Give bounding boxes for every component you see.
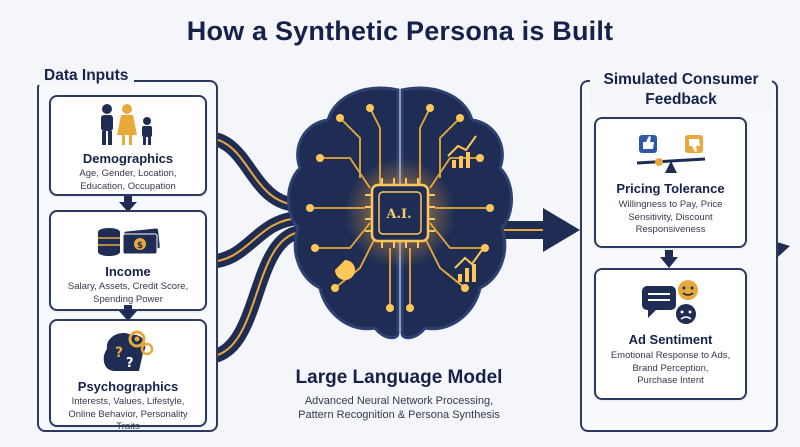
down-arrow-icon xyxy=(660,250,678,268)
demographics-card: Demographics Age, Gender, Location, Educ… xyxy=(49,95,207,196)
thumbs-scale-icon xyxy=(636,135,705,173)
chat-faces-icon xyxy=(641,280,698,324)
output-arrowhead xyxy=(543,208,580,252)
income-desc: Salary, Assets, Credit Score, Spending P… xyxy=(67,281,189,305)
ad-sentiment-card: Ad Sentiment Emotional Response to Ads, … xyxy=(594,268,747,400)
pricing-tolerance-card: Pricing Tolerance Willingness to Pay, Pr… xyxy=(594,117,747,248)
income-card: $ Income Salary, Assets, Credit Score, S… xyxy=(49,210,207,311)
data-inputs-title: Data Inputs xyxy=(38,66,135,85)
llm-title: Large Language Model xyxy=(295,367,503,388)
people-icon xyxy=(101,104,152,145)
demographics-desc: Age, Gender, Location, Education, Occupa… xyxy=(79,168,177,192)
ad-sentiment-title: Ad Sentiment xyxy=(628,332,713,347)
chip-label: A.I. xyxy=(386,207,412,222)
ai-chip-icon xyxy=(370,183,430,243)
ad-sentiment-desc: Emotional Response to Ads, Brand Percept… xyxy=(610,350,731,386)
down-arrow-icon xyxy=(119,305,137,321)
demographics-title: Demographics xyxy=(82,151,174,166)
brain-circuit-icon xyxy=(287,86,513,340)
svg-text:?: ? xyxy=(115,345,123,361)
down-arrow-icon xyxy=(119,196,137,212)
page-title: How a Synthetic Persona is Built xyxy=(186,16,614,46)
feedback-title: Simulated Consumer Feedback xyxy=(590,70,772,110)
svg-text:$: $ xyxy=(137,241,143,251)
svg-text:?: ? xyxy=(126,356,134,371)
pricing-tolerance-title: Pricing Tolerance xyxy=(616,181,725,196)
pricing-tolerance-desc: Willingness to Pay, Price Sensitivity, D… xyxy=(618,199,723,235)
psychographics-title: Psychographics xyxy=(77,379,179,394)
llm-desc: Advanced Neural Network Processing, Patt… xyxy=(298,395,500,421)
gears-question-icon: ? ? xyxy=(103,330,154,371)
money-stack-icon: $ xyxy=(98,228,160,256)
psychographics-desc: Interests, Values, Lifestyle, Online Beh… xyxy=(68,396,188,432)
income-title: Income xyxy=(105,264,151,279)
psychographics-card: ? ? Psychographics Interests, Values, Li… xyxy=(49,319,207,432)
